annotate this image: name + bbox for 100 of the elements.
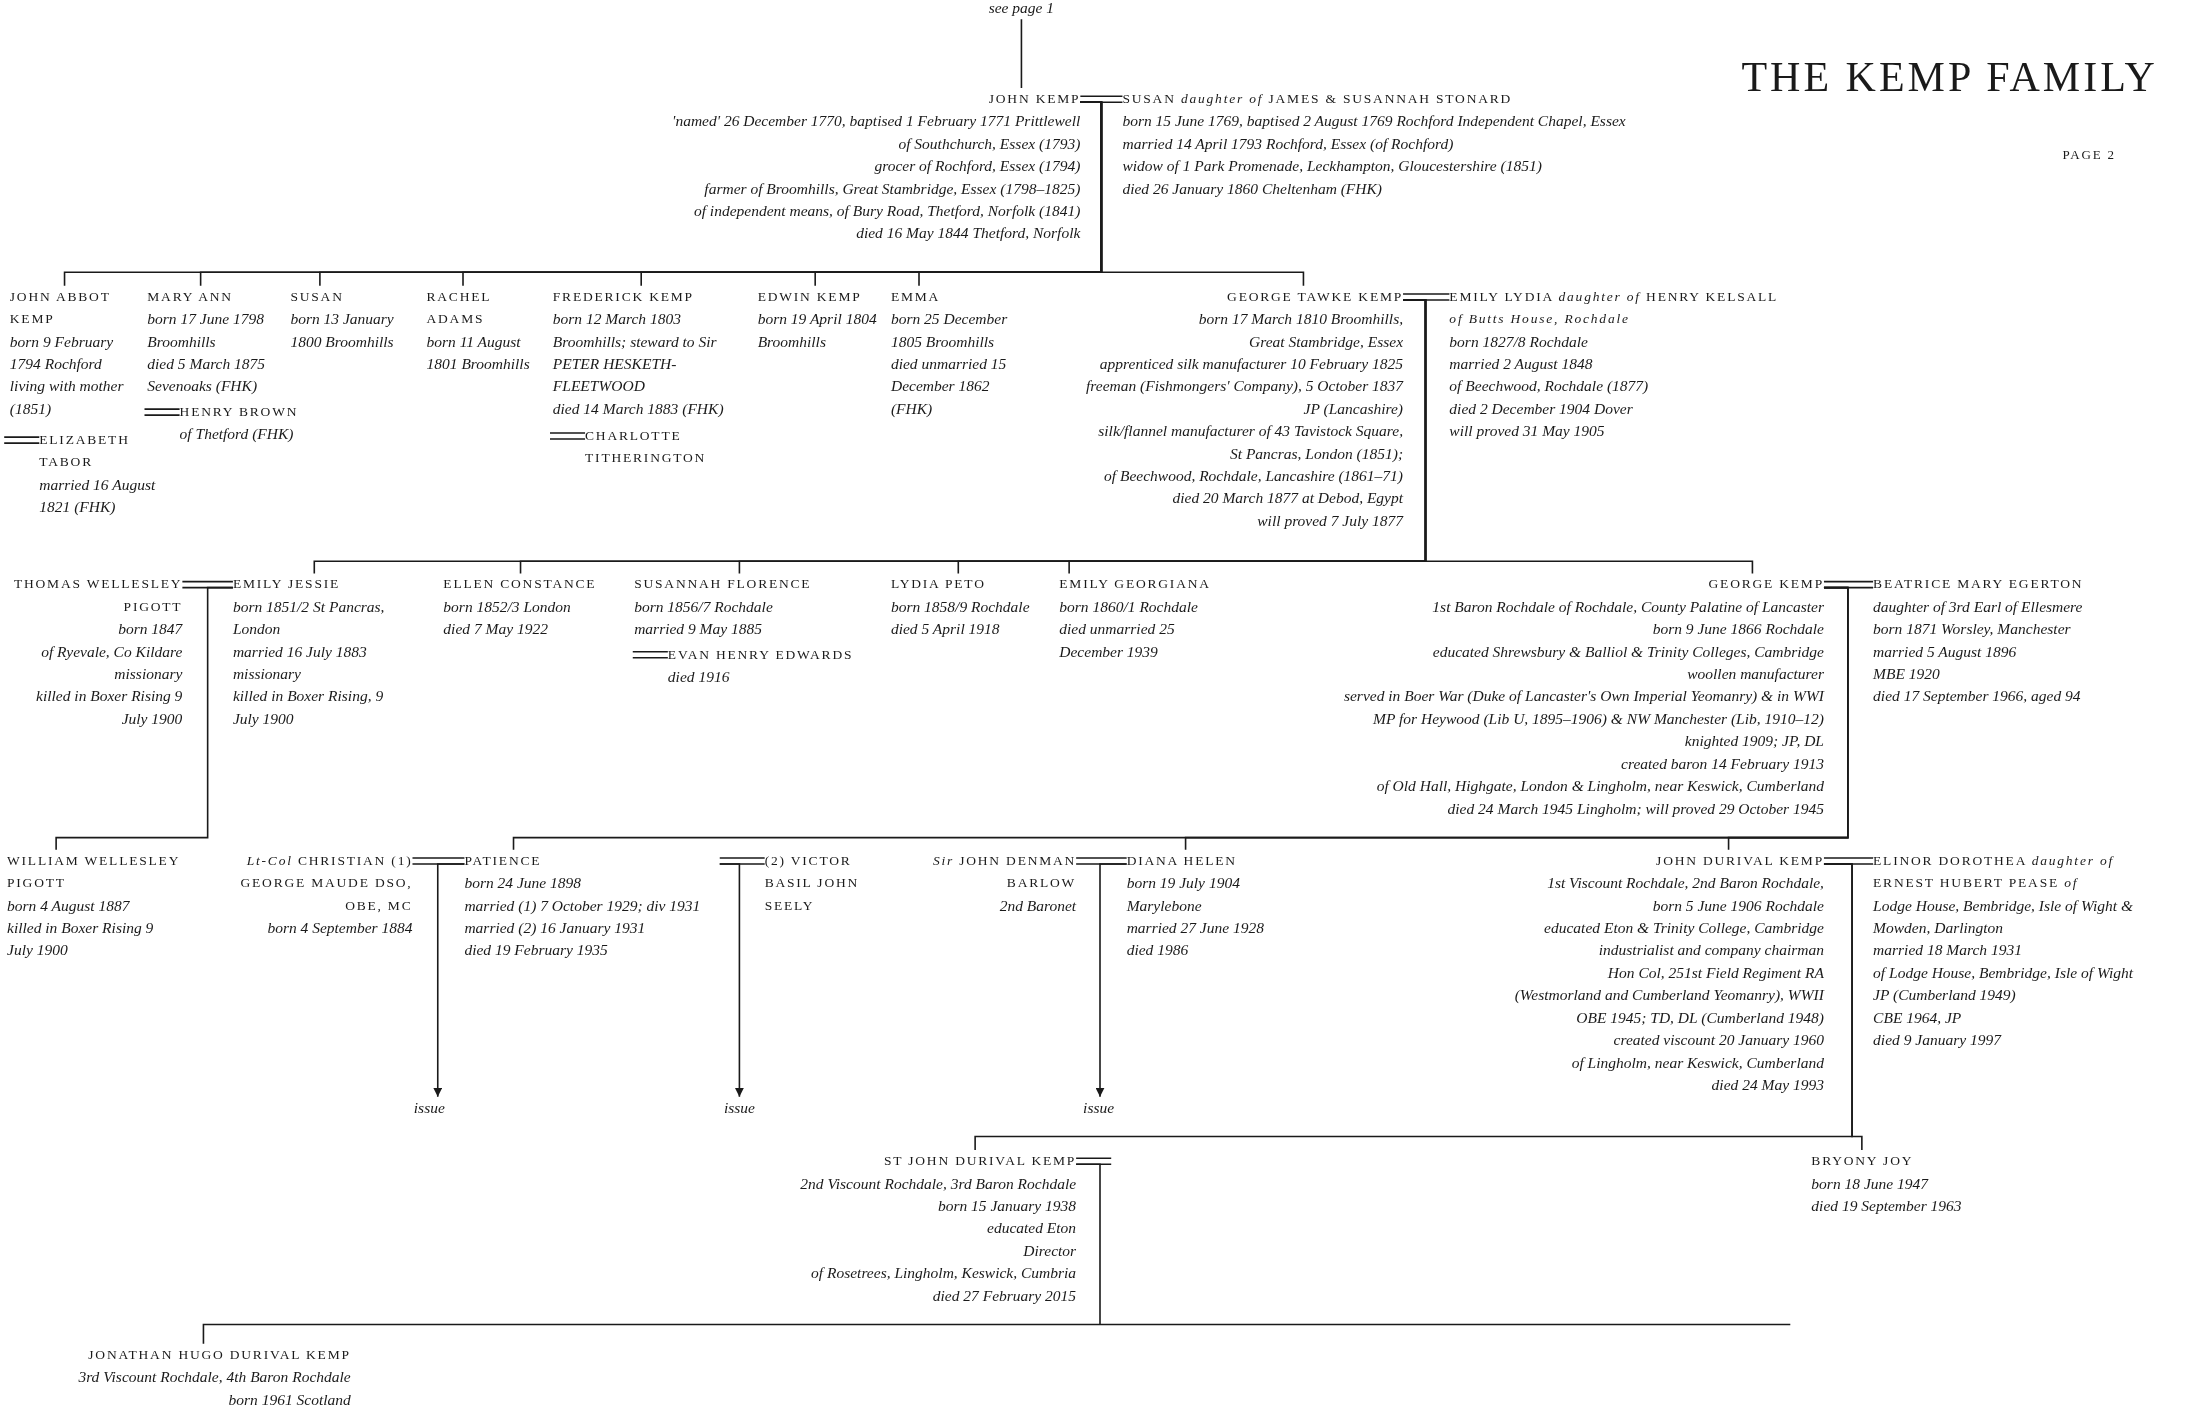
- biography-line: silk/flannel manufacturer of 43 Tavistock Square,: [1097, 421, 1404, 442]
- person-name: ST JOHN DURIVAL KEMP: [882, 1152, 1077, 1171]
- biography-line: knighted 1909; JP, DL: [1683, 731, 1824, 752]
- marriage-sign: [1079, 95, 1124, 103]
- biography-line: (Westmorland and Cumberland Yeomanry), WWII: [1513, 985, 1824, 1006]
- marriage-sign: [1402, 293, 1451, 301]
- person-name: Sir JOHN DENMAN BARLOW: [931, 851, 1077, 893]
- biography-line: JP (Cumberland 1949): [1873, 985, 2017, 1006]
- biography-line: born 13 January 1800 Broomhills: [290, 309, 395, 352]
- connector-line: [1020, 18, 1023, 89]
- biography-line: born 1871 Worsley, Manchester: [1873, 619, 2072, 640]
- biography-line: MBE 1920: [1873, 664, 1941, 685]
- biography-line: born 24 June 1898: [464, 873, 583, 894]
- marriage-sign: [411, 857, 466, 865]
- biography-line: died 16 May 1844 Thetford, Norfolk: [855, 223, 1081, 244]
- biography-line: born 1961 Scotland: [227, 1389, 351, 1410]
- person-name: PATIENCE: [464, 851, 543, 870]
- person-name: EMILY GEORGIANA: [1059, 575, 1212, 594]
- biography-line: died 19 September 1963: [1811, 1195, 1963, 1216]
- biography-line: of Rosetrees, Lingholm, Keswick, Cumbria: [810, 1263, 1077, 1284]
- biography-line: of Thetford (FHK): [179, 424, 295, 445]
- biography-line: died unmarried 15 December 1862 (FHK): [890, 354, 1008, 419]
- arrow: [433, 863, 466, 1098]
- biography-line: born 18 June 1947: [1811, 1173, 1930, 1194]
- biography-line: married 14 April 1793 Rochford, Essex (of Rochford): [1122, 133, 1455, 154]
- person-name: BRYONY JOY: [1811, 1152, 1915, 1171]
- person-name: ELINOR DOROTHEA daughter of ERNEST HUBERT PEASE of: [1873, 851, 2116, 893]
- biography-line: married 9 May 1885: [634, 619, 764, 640]
- biography-line: born 9 June 1866 Rochdale: [1651, 619, 1824, 640]
- biography-line: married (2) 16 January 1931: [464, 918, 647, 939]
- biography-line: farmer of Broomhills, Great Stambridge, Essex (1798–1825): [703, 178, 1081, 199]
- biography-line: of Beechwood, Rochdale, Lancashire (1861–71): [1103, 466, 1404, 487]
- arrow: [718, 863, 744, 1098]
- person-name: ELIZABETH TABOR: [39, 430, 131, 472]
- person-name: BEATRICE MARY EGERTON: [1873, 575, 2085, 594]
- biography-line: industrialist and company chairman: [1597, 940, 1824, 961]
- person-name: WILLIAM WELLESLEY PIGOTT: [7, 851, 181, 893]
- biography-line: born 5 June 1906 Rochdale: [1651, 895, 1824, 916]
- biography-line: died 2 December 1904 Dover: [1449, 398, 1634, 419]
- biography-line: born 4 August 1887: [7, 895, 131, 916]
- marriage-sign: [181, 580, 234, 589]
- biography-line: 1st Viscount Rochdale, 2nd Baron Rochdale,: [1546, 873, 1824, 894]
- biography-line: 3rd Viscount Rochdale, 4th Baron Rochdale: [77, 1367, 351, 1388]
- person-name: LYDIA PETO: [890, 575, 987, 594]
- biography-line: killed in Boxer Rising 9 July 1900: [35, 686, 183, 729]
- biography-line: woollen manufacturer: [1686, 664, 1824, 685]
- biography-line: died 7 May 1922: [443, 619, 549, 640]
- biography-line: born 1827/8 Rochdale: [1449, 331, 1589, 352]
- biography-line: 2nd Baronet: [998, 895, 1077, 916]
- person-name: SUSAN daughter of JAMES & SUSANNAH STONARD: [1122, 90, 1514, 108]
- marriage-sign: [1075, 1157, 1112, 1166]
- biography-line: of independent means, of Bury Road, Thetford, Norfolk (1841): [692, 201, 1081, 222]
- biography-line: married 18 March 1931: [1873, 940, 2023, 961]
- note-text: see page 1: [987, 0, 1056, 18]
- biography-line: OBE 1945; TD, DL (Cumberland 1948): [1575, 1007, 1824, 1028]
- person-name: SUSAN: [290, 287, 345, 306]
- person-name: GEORGE TAWKE KEMP: [1226, 287, 1404, 306]
- person-name: EMILY LYDIA daughter of HENRY KELSALL of Butts House, Rochdale: [1449, 287, 1779, 329]
- biography-line: MP for Heywood (Lib U, 1895–1906) & NW Manchester (Lib, 1910–12): [1372, 708, 1824, 729]
- biography-line: died unmarried 25 December 1939: [1059, 619, 1176, 662]
- biography-line: married 2 August 1848: [1449, 354, 1594, 375]
- diagram-title: THE KEMP FAMILY: [1741, 53, 2158, 102]
- biography-line: Great Stambridge, Essex: [1248, 331, 1404, 352]
- note-text: issue: [412, 1097, 446, 1118]
- biography-line: married 5 August 1896: [1873, 641, 2018, 662]
- biography-line: born 11 August 1801 Broomhills: [426, 331, 531, 375]
- person-name: CHARLOTTE TITHERINGTON: [585, 426, 708, 468]
- biography-line: of Ryevale, Co Kildare: [40, 641, 183, 662]
- person-name: JOHN ABBOT KEMP: [9, 287, 112, 329]
- biography-line: apprenticed silk manufacturer 10 February 1825: [1098, 354, 1404, 375]
- biography-line: killed in Boxer Rising, 9 July 1900: [232, 686, 385, 729]
- biography-line: missionary: [232, 664, 302, 685]
- biography-line: Hon Col, 251st Field Regiment RA: [1606, 962, 1824, 983]
- biography-line: St Pancras, London (1851);: [1228, 443, 1404, 464]
- marriage-sign: [1823, 580, 1874, 589]
- biography-line: of Lodge House, Bembridge, Isle of Wight: [1873, 962, 2135, 983]
- biography-line: born 4 September 1884: [266, 918, 413, 939]
- arrow: [1095, 863, 1128, 1098]
- biography-line: born 17 March 1810 Broomhills,: [1197, 309, 1404, 330]
- biography-line: 2nd Viscount Rochdale, 3rd Baron Rochdale: [799, 1173, 1077, 1194]
- descent-line: [1079, 101, 1305, 287]
- person-name: EMMA: [890, 287, 942, 306]
- person-name: EMILY JESSIE: [232, 575, 342, 594]
- page-number: PAGE 2: [2062, 147, 2116, 164]
- person-name: THOMAS WELLESLEY PIGOTT: [12, 575, 183, 616]
- biography-line: born 19 April 1804 Broomhills: [757, 309, 878, 352]
- biography-line: died 27 February 2015: [931, 1285, 1077, 1306]
- biography-line: living with mother (1851): [9, 376, 125, 419]
- biography-line: died 5 April 1918: [890, 619, 1001, 640]
- marriage-sign: [143, 408, 181, 416]
- biography-line: of Southchurch, Essex (1793): [897, 133, 1081, 154]
- biography-line: widow of 1 Park Promenade, Leckhampton, Gloucestershire (1851): [1122, 156, 1543, 177]
- person-name: FREDERICK KEMP: [552, 287, 695, 306]
- marriage-sign: [1823, 857, 1874, 865]
- descent-line: [1402, 299, 1754, 575]
- biography-line: created viscount 20 January 1960: [1612, 1030, 1824, 1051]
- note-text: issue: [1082, 1097, 1116, 1118]
- descent-line: [1823, 863, 1863, 1151]
- descent-line: [202, 1163, 1792, 1345]
- marriage-sign: [3, 436, 41, 444]
